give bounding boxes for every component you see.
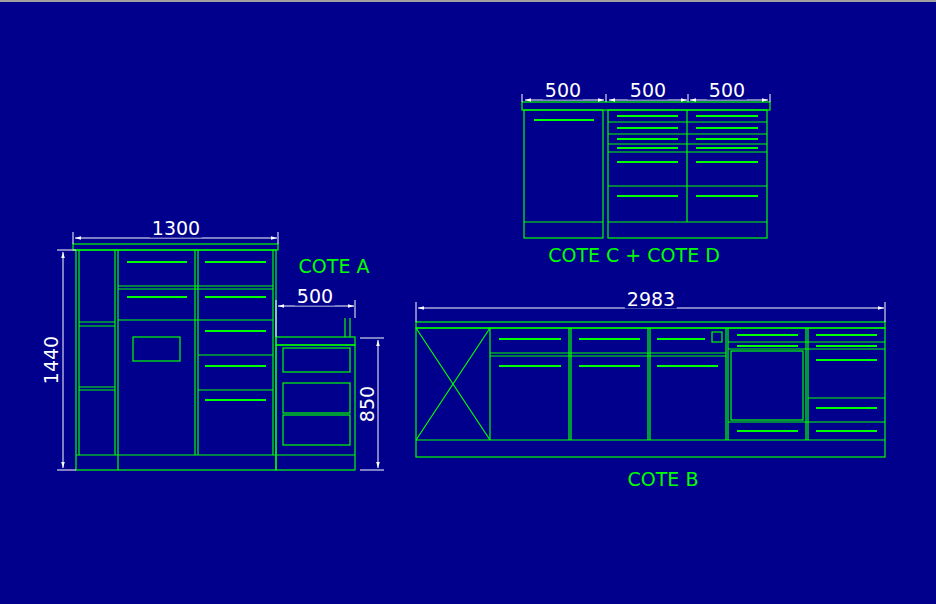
dimension-label: 500 — [295, 287, 335, 306]
view-label: COTE C + COTE D — [546, 246, 722, 265]
dimension-label: 2983 — [625, 290, 677, 309]
dimension-label: 850 — [358, 384, 377, 424]
view-label: COTE B — [626, 470, 701, 489]
dimension-label: 1440 — [42, 334, 61, 386]
view-label: COTE A — [297, 257, 372, 276]
dimension-label: 500 — [628, 81, 668, 100]
dimension-label: 1300 — [150, 219, 202, 238]
dimension-label: 500 — [707, 81, 747, 100]
dimension-label: 500 — [543, 81, 583, 100]
